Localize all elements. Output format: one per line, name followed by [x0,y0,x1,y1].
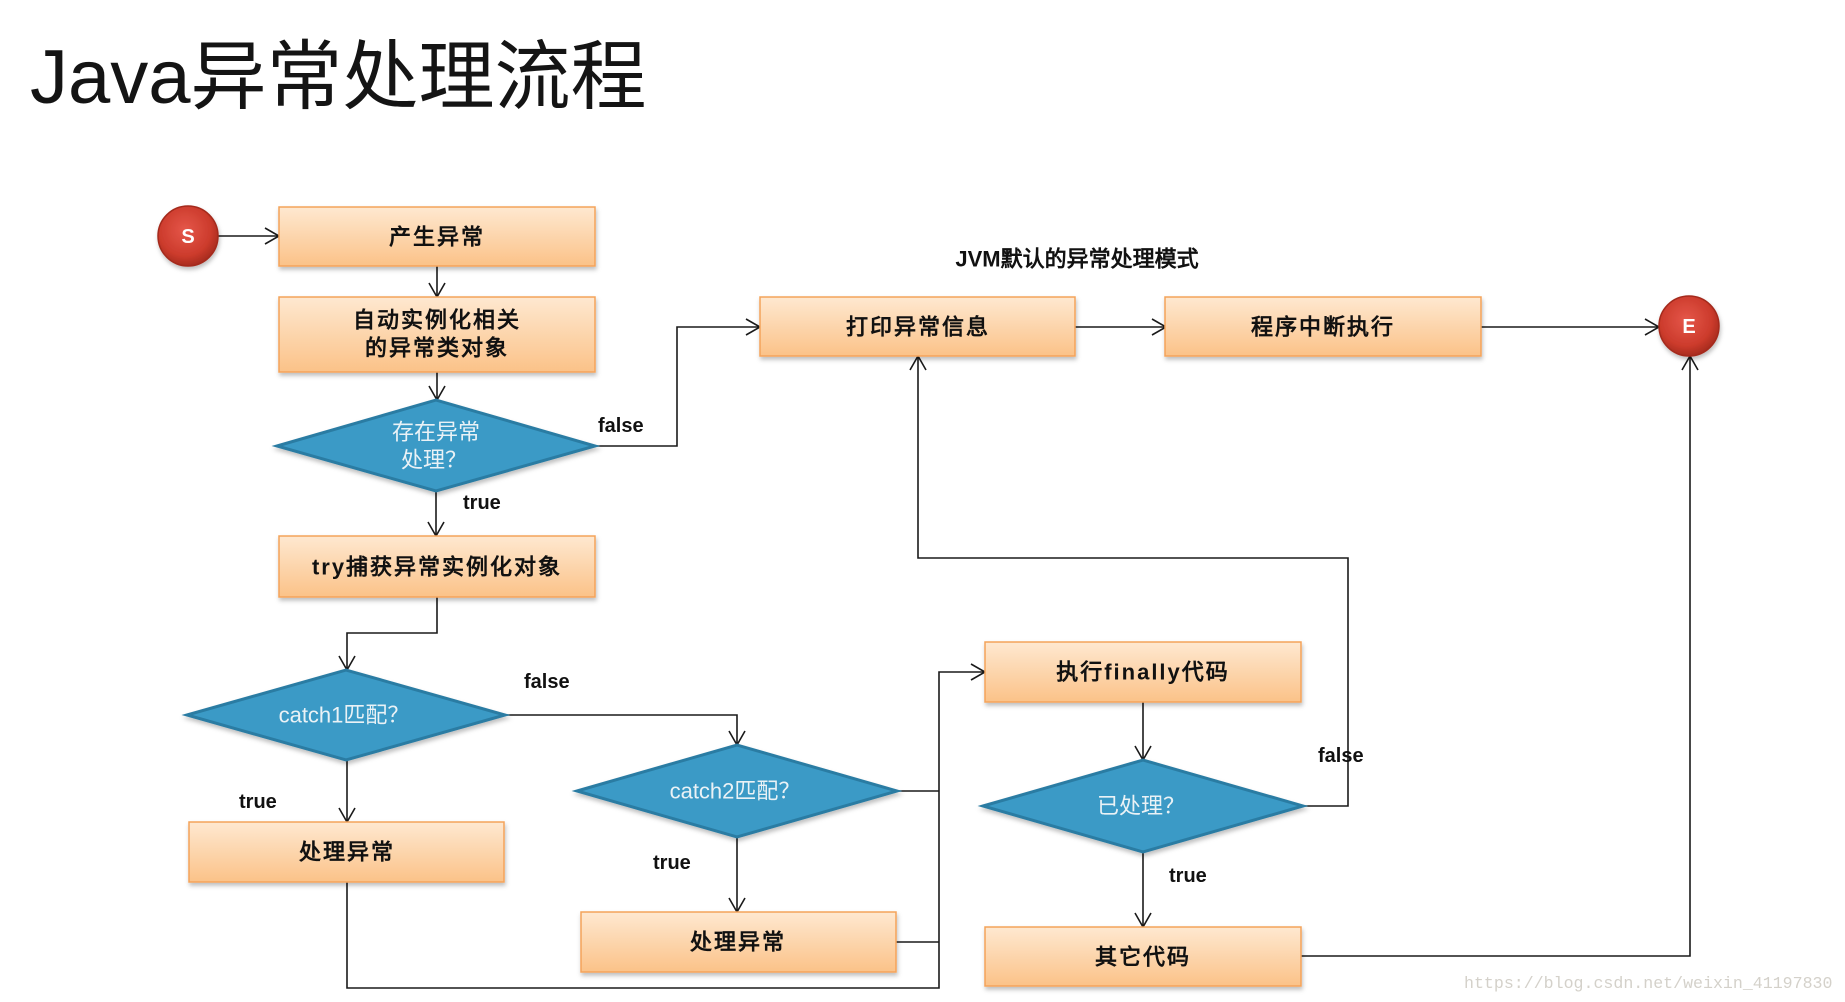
process-label: 处理异常 [298,840,395,865]
edge-labels: false true false true true false true [239,415,1364,887]
decision-diamond [181,668,511,762]
edge-label-false: false [1318,745,1364,767]
start-label: S [181,226,194,248]
node-handle2: 处理异常 [580,911,897,973]
node-other-code: 其它代码 [984,926,1302,987]
edge-handled-false [909,354,1349,807]
edge-label-false: false [524,671,570,693]
edge-label-false: false [598,415,644,437]
node-print-info: 打印异常信息 [759,296,1076,357]
decision-handled: 已处理？ [977,758,1309,854]
process-box [278,206,596,267]
edge-label-true: true [463,492,501,514]
decision-diamond [271,398,601,493]
decision-label-line2: 处理？ [401,448,467,473]
process-box [759,296,1076,357]
edge-has-handler-false [595,318,762,447]
process-label: 处理异常 [689,930,786,955]
edge-handle1-to-finally [346,663,987,989]
page-title: Java异常处理流程 [30,35,647,120]
process-box [278,535,596,598]
end-label: E [1682,316,1695,338]
edge-label-true: true [1169,865,1207,887]
edge-catch1-false [505,714,746,747]
process-label: 产生异常 [389,225,485,250]
node-raise: 产生异常 [278,206,596,267]
watermark: https://blog.csdn.net/weixin_41197830 [1464,974,1832,993]
process-box [188,821,505,883]
node-try-catch: try捕获异常实例化对象 [278,535,596,598]
decision-label: 已处理？ [1097,794,1185,819]
process-box [580,911,897,973]
node-instantiate: 自动实例化相关 的异常类对象 [278,296,596,373]
process-label-line1: 自动实例化相关 [353,308,521,333]
start-circle [157,205,219,267]
decision-label: catch1匹配？ [279,703,410,728]
edge-try-to-catch1 [338,597,438,672]
decision-label-line1: 存在异常 [392,420,480,445]
process-label: try捕获异常实例化对象 [312,555,562,580]
process-box [278,296,596,373]
start-terminal: S [157,205,219,267]
decision-diamond [977,758,1309,854]
process-box [984,926,1302,987]
decision-label: catch2匹配？ [670,779,801,804]
process-box [1164,296,1482,357]
connectors [218,227,1699,989]
process-label: 打印异常信息 [846,315,990,340]
process-label: 程序中断执行 [1251,315,1395,340]
node-handle1: 处理异常 [188,821,505,883]
node-terminate: 程序中断执行 [1164,296,1482,357]
edge-label-true: true [239,791,277,813]
end-terminal: E [1658,295,1720,357]
jvm-default-handling-label: JVM默认的异常处理模式 [955,247,1198,272]
decision-diamond [571,743,903,839]
end-circle [1658,295,1720,357]
edge-other-to-end [1301,354,1699,957]
decision-catch1: catch1匹配？ [181,668,511,762]
process-label: 执行finally代码 [1056,660,1230,685]
process-box [984,641,1302,703]
decision-has-handler: 存在异常 处理？ [271,398,601,493]
decision-catch2: catch2匹配？ [571,743,903,839]
process-label: 其它代码 [1095,945,1191,970]
node-finally: 执行finally代码 [984,641,1302,703]
process-label-line2: 的异常类对象 [365,336,509,361]
edge-label-true: true [653,852,691,874]
